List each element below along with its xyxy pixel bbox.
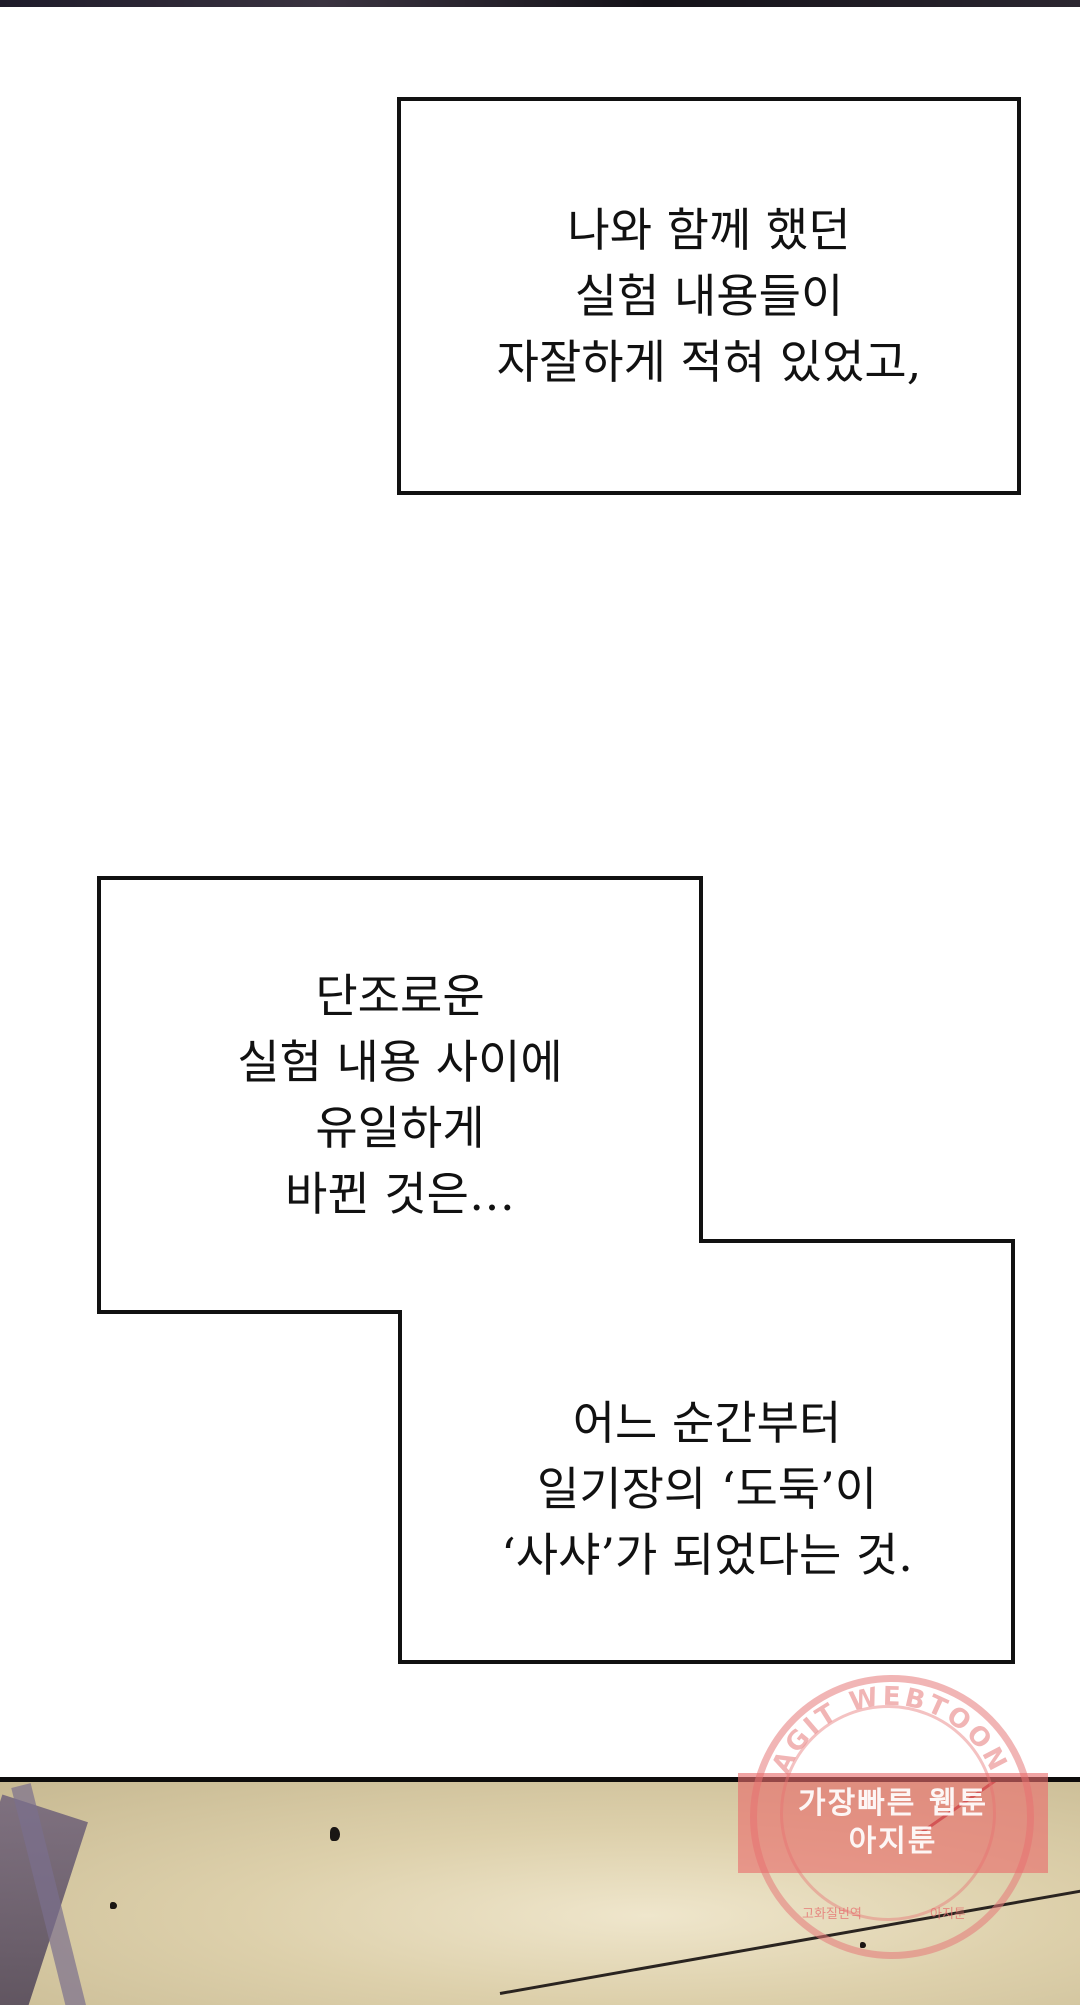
art-speck	[330, 1827, 340, 1841]
previous-panel-edge	[0, 0, 1080, 7]
caption-line: 실험 내용들이	[574, 269, 844, 323]
caption-line: 일기장의 ‘도둑’이	[536, 1462, 878, 1516]
art-speck	[860, 1942, 866, 1948]
narration-box-outline	[97, 876, 1015, 1664]
watermark-arc-text: AGIT WEBTOON	[766, 1682, 1010, 1779]
art-streak	[919, 1782, 1052, 1835]
caption-line: ‘사샤’가 되었다는 것.	[501, 1528, 913, 1582]
caption-line: 실험 내용 사이에	[237, 1035, 563, 1089]
caption-line: 나와 함께 했던	[567, 203, 851, 257]
narration-box-group: 단조로운 실험 내용 사이에 유일하게 바뀐 것은… 어느 순간부터 일기장의 …	[97, 876, 1017, 1666]
caption-line: 유일하게	[315, 1101, 485, 1155]
next-panel-artwork	[0, 1777, 1080, 2005]
narration-box-2: 단조로운 실험 내용 사이에 유일하게 바뀐 것은…	[97, 876, 703, 1314]
caption-line: 자잘하게 적혀 있었고,	[496, 335, 922, 389]
art-speck	[110, 1902, 117, 1909]
caption-line: 어느 순간부터	[572, 1396, 842, 1450]
narration-box-1: 나와 함께 했던 실험 내용들이 자잘하게 적혀 있었고,	[397, 97, 1021, 495]
svg-text:AGIT WEBTOON: AGIT WEBTOON	[766, 1682, 1013, 1779]
caption-line: 바뀐 것은…	[285, 1167, 515, 1221]
narration-box-3: 어느 순간부터 일기장의 ‘도둑’이 ‘사샤’가 되었다는 것.	[400, 1314, 1014, 1664]
caption-line: 단조로운	[315, 969, 485, 1023]
art-streak	[499, 1880, 1080, 1995]
